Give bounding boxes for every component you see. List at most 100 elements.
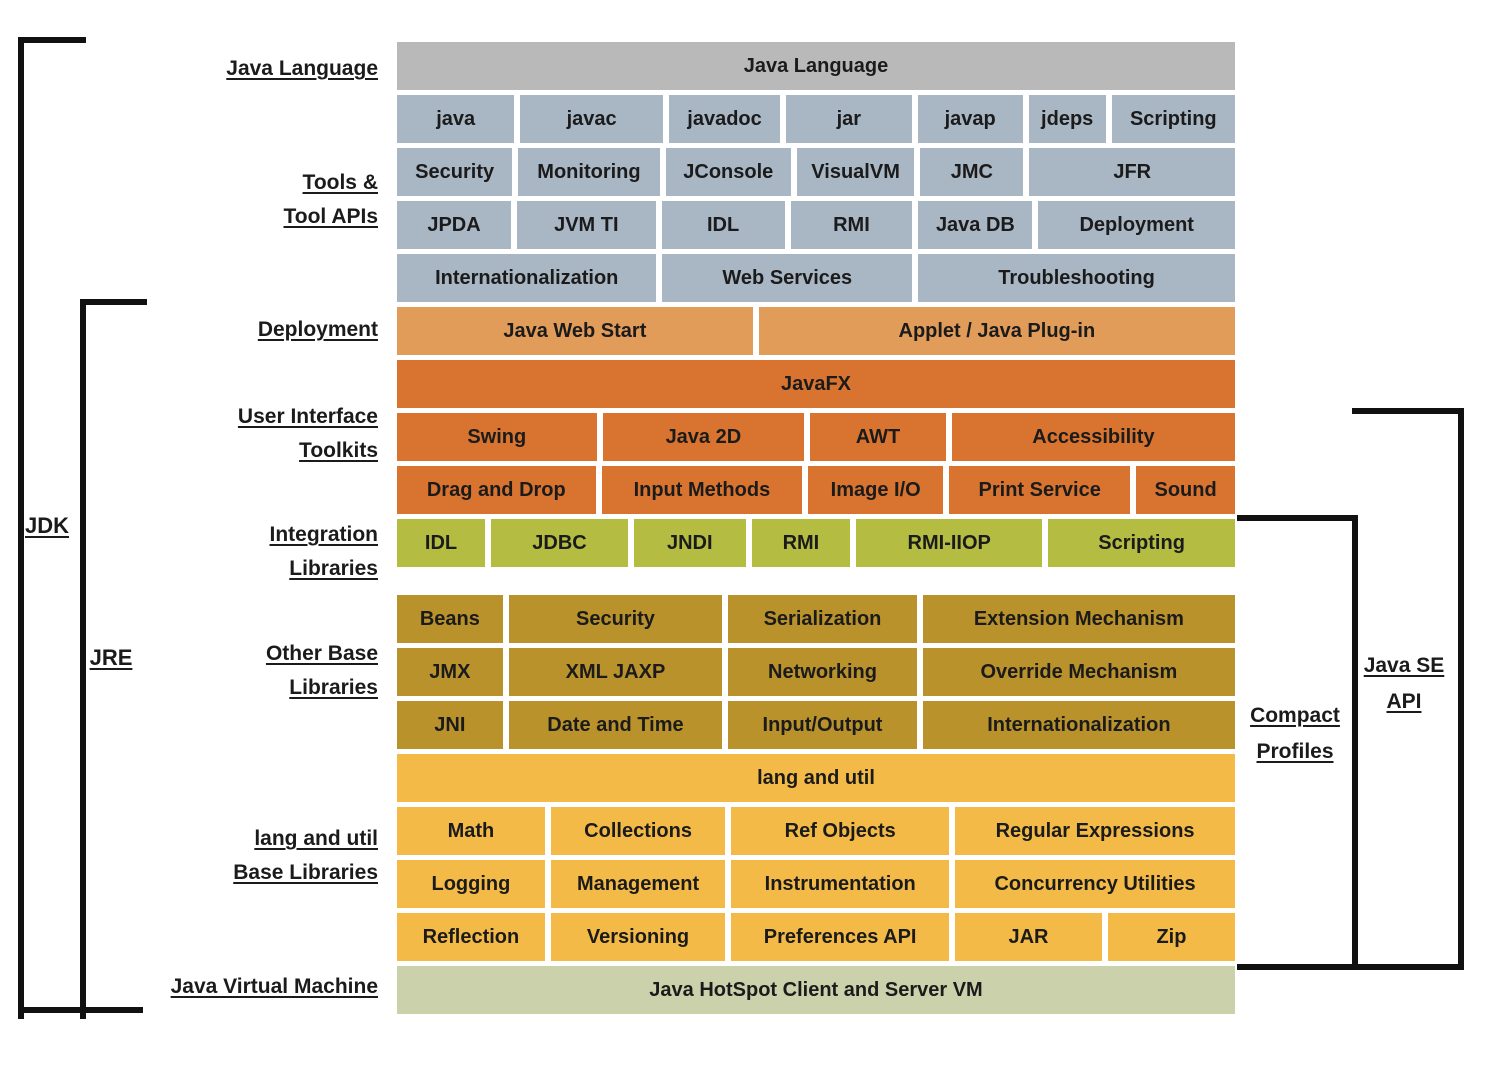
- row-ui-2: Drag and Drop Input Methods Image I/O Pr…: [397, 466, 1235, 514]
- cell-serialization: Serialization: [728, 595, 917, 643]
- label-tools-tool-apis: Tools &Tool APIs: [283, 171, 379, 228]
- cell-javap: javap: [917, 95, 1023, 143]
- cell-security-tool: Security: [397, 148, 513, 196]
- cell-awt: AWT: [810, 413, 946, 461]
- cell-idl-tool: IDL: [661, 201, 785, 249]
- row-langutil-2: Logging Management Instrumentation Concu…: [397, 860, 1236, 908]
- cell-instrumentation: Instrumentation: [731, 860, 950, 908]
- cell-jpda: JPDA: [397, 201, 512, 249]
- cell-versioning: Versioning: [550, 913, 726, 961]
- cell-monitoring: Monitoring: [518, 148, 660, 196]
- cell-jconsole: JConsole: [665, 148, 791, 196]
- cell-jar-lib: JAR: [955, 913, 1102, 961]
- cell-internationalization-tool: Internationalization: [397, 254, 657, 302]
- cell-rmi-iiop: RMI-IIOP: [856, 519, 1043, 567]
- row-langutil-3: Reflection Versioning Preferences API JA…: [397, 913, 1235, 961]
- cell-javafx: JavaFX: [397, 360, 1235, 408]
- cell-deployment-tool: Deployment: [1038, 201, 1236, 249]
- jdk-jre-bracket-bottom: [18, 1007, 143, 1013]
- cell-lang-and-util: lang and util: [397, 754, 1235, 802]
- cell-jvm-ti: JVM TI: [517, 201, 656, 249]
- cell-accessibility: Accessibility: [951, 413, 1236, 461]
- cell-idl: IDL: [397, 519, 486, 567]
- row-langutil-1: Math Collections Ref Objects Regular Exp…: [397, 807, 1236, 855]
- jre-label: JRE: [89, 645, 133, 670]
- cell-regular-expressions: Regular Expressions: [955, 807, 1236, 855]
- row-java-language: Java Language: [397, 42, 1235, 90]
- cell-java-language-header: Java Language: [397, 42, 1235, 90]
- cell-visualvm: VisualVM: [796, 148, 915, 196]
- cell-logging: Logging: [397, 860, 545, 908]
- row-ui-1: Swing Java 2D AWT Accessibility: [397, 413, 1236, 461]
- row-tools-4: Internationalization Web Services Troubl…: [397, 254, 1235, 302]
- row-base-2: JMX XML JAXP Networking Override Mechani…: [397, 648, 1235, 696]
- compact-profiles-bracket: [1237, 515, 1358, 970]
- cell-javadoc: javadoc: [668, 95, 781, 143]
- cell-concurrency-utilities: Concurrency Utilities: [955, 860, 1236, 908]
- cell-image-io: Image I/O: [808, 466, 944, 514]
- cell-jar: jar: [786, 95, 912, 143]
- cell-zip: Zip: [1107, 913, 1235, 961]
- cell-jfr: JFR: [1029, 148, 1235, 196]
- cell-preferences-api: Preferences API: [731, 913, 950, 961]
- row-base-1: Beans Security Serialization Extension M…: [397, 595, 1235, 643]
- cell-java-2d: Java 2D: [602, 413, 805, 461]
- row-jvm: Java HotSpot Client and Server VM: [397, 966, 1235, 1014]
- row-tools-1: java javac javadoc jar javap jdeps Scrip…: [397, 95, 1235, 143]
- cell-date-and-time: Date and Time: [508, 701, 723, 749]
- cell-reflection: Reflection: [397, 913, 545, 961]
- cell-xml-jaxp: XML JAXP: [508, 648, 723, 696]
- label-java-language: Java Language: [226, 57, 378, 80]
- cell-rmi: RMI: [751, 519, 851, 567]
- cell-sound: Sound: [1136, 466, 1235, 514]
- row-deployment: Java Web Start Applet / Java Plug-in: [397, 307, 1235, 355]
- cell-scripting-tool: Scripting: [1111, 95, 1235, 143]
- row-tools-3: JPDA JVM TI IDL RMI Java DB Deployment: [397, 201, 1236, 249]
- cell-scripting: Scripting: [1048, 519, 1235, 567]
- row-integration: IDL JDBC JNDI RMI RMI-IIOP Scripting: [397, 519, 1235, 567]
- jdk-label: JDK: [24, 513, 69, 538]
- cell-web-services: Web Services: [662, 254, 913, 302]
- cell-java: java: [397, 95, 515, 143]
- cell-swing: Swing: [397, 413, 597, 461]
- row-base-3: JNI Date and Time Input/Output Internati…: [397, 701, 1235, 749]
- cell-jni: JNI: [397, 701, 503, 749]
- cell-rmi-tool: RMI: [790, 201, 913, 249]
- cell-input-methods: Input Methods: [601, 466, 803, 514]
- row-tools-2: Security Monitoring JConsole VisualVM JM…: [397, 148, 1235, 196]
- cell-drag-and-drop: Drag and Drop: [397, 466, 596, 514]
- cell-jmc: JMC: [920, 148, 1024, 196]
- cell-override-mechanism: Override Mechanism: [922, 648, 1235, 696]
- cell-security: Security: [508, 595, 723, 643]
- platform-grid: Java Language java javac javadoc jar jav…: [397, 42, 1236, 1014]
- jre-bracket: [80, 299, 147, 1019]
- row-lang-and-util-header: lang and util: [397, 754, 1235, 802]
- cell-collections: Collections: [550, 807, 726, 855]
- cell-jdbc: JDBC: [491, 519, 628, 567]
- label-java-virtual-machine: Java Virtual Machine: [170, 975, 378, 998]
- cell-print-service: Print Service: [949, 466, 1131, 514]
- cell-beans: Beans: [397, 595, 503, 643]
- cell-jdeps: jdeps: [1028, 95, 1106, 143]
- java-se-api-bracket: [1352, 408, 1464, 970]
- cell-javac: javac: [520, 95, 663, 143]
- cell-networking: Networking: [728, 648, 917, 696]
- cell-applet-java-plug-in: Applet / Java Plug-in: [758, 307, 1235, 355]
- cell-hotspot-vm: Java HotSpot Client and Server VM: [397, 966, 1235, 1014]
- cell-ref-objects: Ref Objects: [731, 807, 950, 855]
- row-javafx: JavaFX: [397, 360, 1235, 408]
- cell-java-web-start: Java Web Start: [397, 307, 753, 355]
- cell-troubleshooting: Troubleshooting: [918, 254, 1235, 302]
- cell-jndi: JNDI: [633, 519, 746, 567]
- jdk-bracket: [18, 37, 86, 1019]
- cell-math: Math: [397, 807, 545, 855]
- cell-java-db: Java DB: [918, 201, 1033, 249]
- cell-input-output: Input/Output: [728, 701, 917, 749]
- cell-jmx: JMX: [397, 648, 503, 696]
